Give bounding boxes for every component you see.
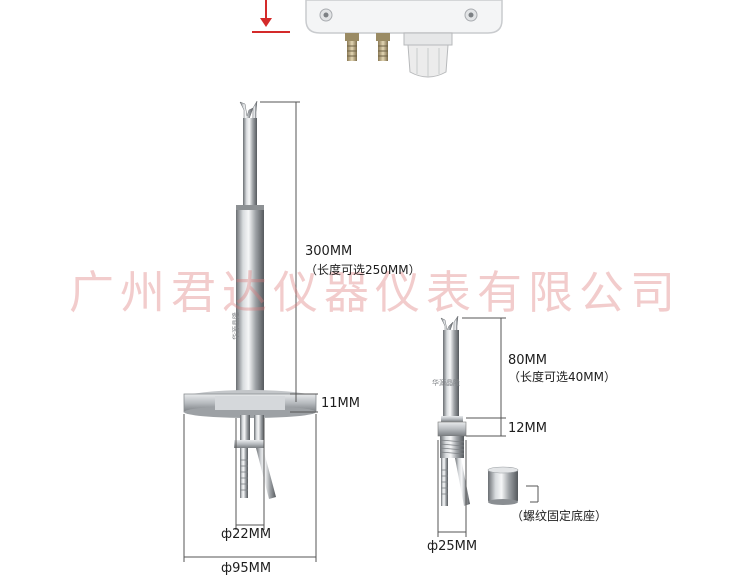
transmitter-box (305, 0, 503, 34)
small-length-label: 80MM (508, 353, 547, 368)
pressure-nozzle-left (345, 33, 359, 61)
threaded-base (487, 466, 519, 505)
threaded-base-label: （螺纹固定底座） (511, 509, 608, 523)
bracket-base-label (526, 485, 539, 503)
dim-large-diameters (183, 414, 317, 562)
probe-small (437, 315, 470, 506)
large-length-note: （长度可选250MM） (305, 263, 421, 277)
probe-large-engraving-text: 华源晶隆 (232, 312, 240, 340)
small-thread-length-label: 12MM (508, 421, 547, 436)
pressure-nozzle-right (376, 33, 390, 61)
dim-small-diameter (437, 440, 467, 537)
probe-large (183, 100, 317, 499)
small-diameter-label: ф25MM (427, 539, 478, 554)
large-flange-thickness-label: 11MM (321, 396, 360, 411)
large-length-label: 300MM (305, 244, 353, 259)
dim-small-length (462, 317, 506, 437)
small-length-note: （长度可选40MM） (508, 370, 616, 384)
dim-large-length (260, 101, 318, 413)
large-tube-diameter-label: ф22MM (221, 527, 272, 542)
cable-gland (403, 32, 453, 78)
probe-small-engraving-text: 华源晶隆 (432, 379, 460, 387)
red-arrow-indicator (252, 0, 290, 33)
large-flange-diameter-label: ф95MM (221, 561, 272, 576)
